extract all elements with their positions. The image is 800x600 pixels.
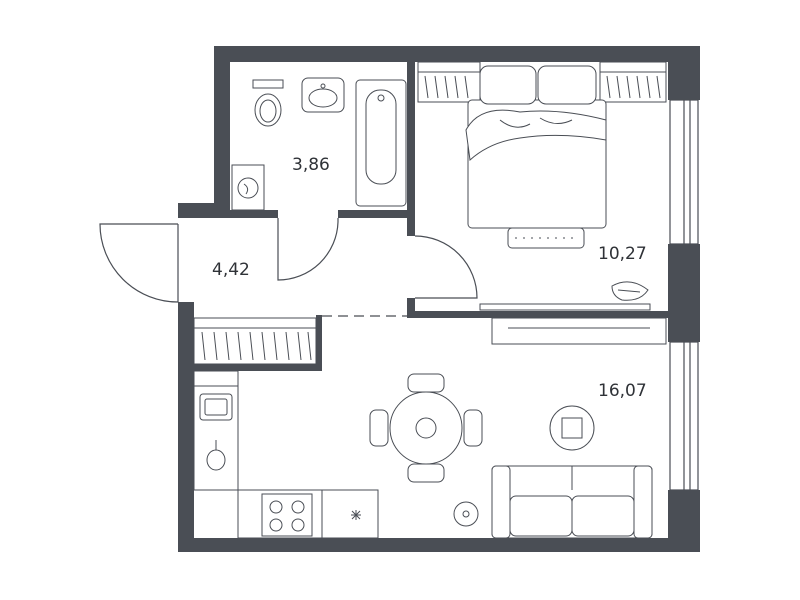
bedroom-furniture	[417, 61, 667, 311]
bathroom-fixtures	[231, 77, 407, 211]
bedroom-area-label: 10,27	[598, 244, 647, 264]
area-labels: 3,86 4,42 10,27 16,07	[212, 155, 647, 401]
windows	[669, 99, 699, 491]
hallway-wardrobe	[193, 317, 317, 365]
kitchen-furniture	[193, 370, 379, 539]
living-area-label: 16,07	[598, 381, 647, 401]
living-furniture	[369, 317, 667, 539]
hallway-area-label: 4,42	[212, 260, 250, 280]
bathroom-area-label: 3,86	[292, 155, 330, 175]
walls	[178, 46, 700, 552]
doors	[99, 218, 478, 317]
